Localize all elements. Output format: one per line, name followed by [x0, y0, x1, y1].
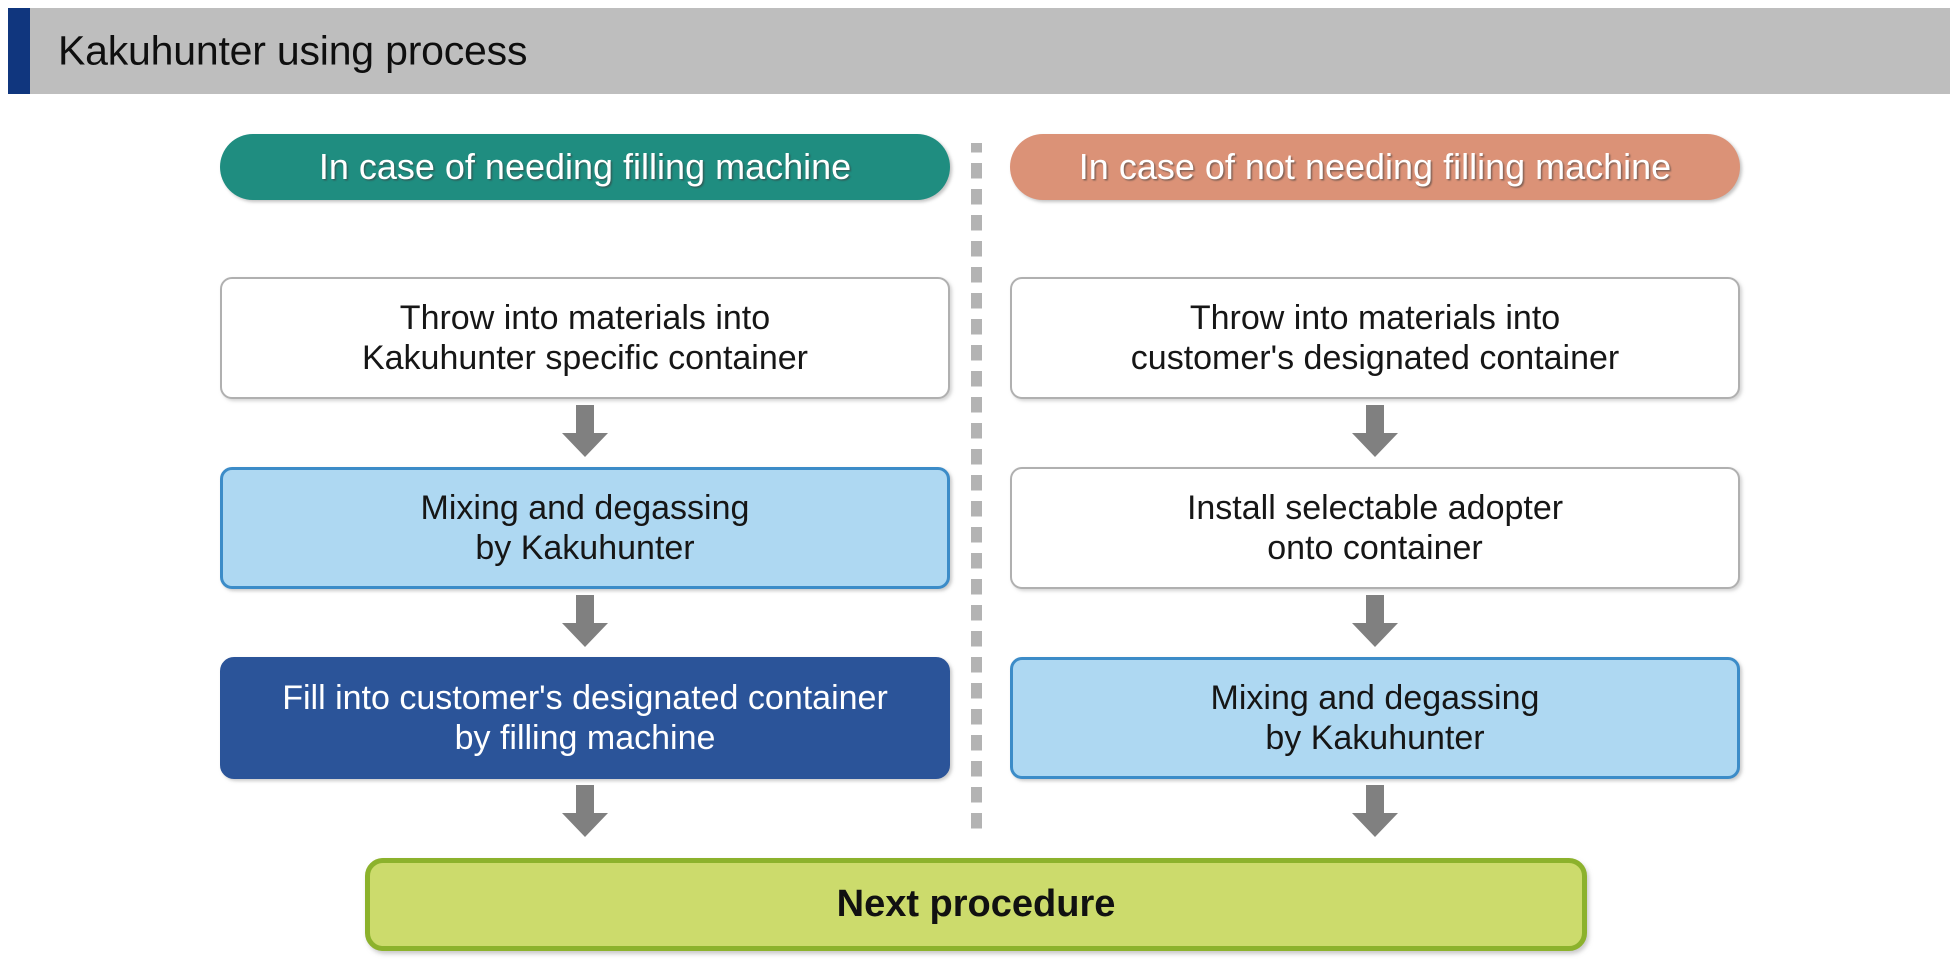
right-arrow-3-icon [1352, 785, 1398, 837]
right-step-1-box: Throw into materials into customer's des… [1010, 277, 1740, 399]
left-step-2-box: Mixing and degassing by Kakuhunter [220, 467, 950, 589]
left-step-2-line-2: by Kakuhunter [475, 529, 695, 567]
left-column-header-label: In case of needing filling machine [318, 145, 852, 187]
right-step-3-box: Mixing and degassing by Kakuhunter [1010, 657, 1740, 779]
left-step-3-line-1: Fill into customer's designated containe… [282, 678, 888, 717]
right-step-1-line-1: Throw into materials into [1189, 298, 1561, 337]
right-step-3-line-1: Mixing and degassing [1210, 678, 1540, 717]
final-step-label: Next procedure [836, 883, 1116, 926]
process-flow-diagram: In case of needing filling machine Throw… [0, 95, 1955, 969]
left-arrow-1-icon [562, 405, 608, 457]
left-arrow-3-icon [562, 785, 608, 837]
left-step-1-line-2: Kakuhunter specific container [361, 339, 809, 377]
page-title: Kakuhunter using process [58, 27, 528, 74]
left-step-1-box: Throw into materials into Kakuhunter spe… [220, 277, 950, 399]
left-arrow-2-icon [562, 595, 608, 647]
page-header-bar: Kakuhunter using process [8, 8, 1950, 94]
right-step-3-line-2: by Kakuhunter [1265, 719, 1485, 757]
left-step-2-line-1: Mixing and degassing [420, 488, 750, 527]
column-divider [971, 143, 982, 833]
right-arrow-2-icon [1352, 595, 1398, 647]
left-step-3-line-2: by filling machine [454, 719, 716, 757]
header-accent-stripe [8, 8, 30, 94]
final-step-box: Next procedure [365, 858, 1587, 951]
right-step-2-line-1: Install selectable adopter [1186, 488, 1564, 527]
right-step-1-line-2: customer's designated container [1130, 339, 1620, 377]
right-arrow-1-icon [1352, 405, 1398, 457]
left-step-1-line-1: Throw into materials into [399, 298, 771, 337]
left-step-3-box: Fill into customer's designated containe… [220, 657, 950, 779]
right-step-2-box: Install selectable adopter onto containe… [1010, 467, 1740, 589]
right-column-header-label: In case of not needing filling machine [1078, 145, 1672, 187]
right-step-2-line-2: onto container [1267, 529, 1483, 567]
left-column-header: In case of needing filling machine [220, 134, 950, 200]
right-column-header: In case of not needing filling machine [1010, 134, 1740, 200]
